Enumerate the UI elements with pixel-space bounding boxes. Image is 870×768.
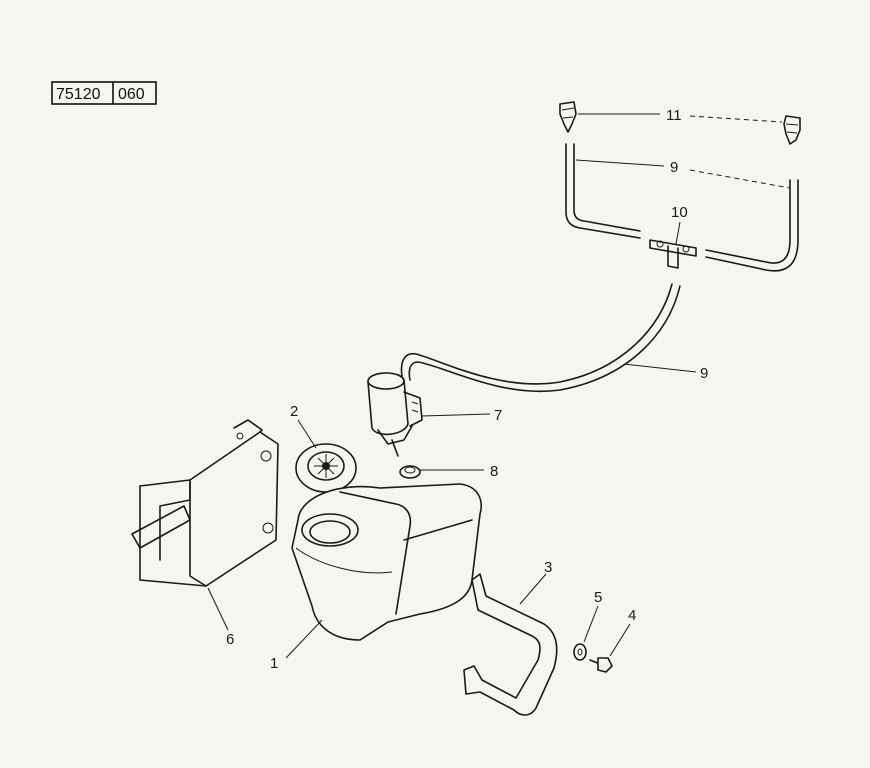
reference-page: 060 bbox=[118, 86, 145, 103]
t-connector bbox=[649, 239, 697, 269]
lock-washer bbox=[573, 643, 587, 661]
callout-7: 7 bbox=[494, 407, 502, 424]
nozzle-right bbox=[783, 115, 801, 145]
callout-9-upper: 9 bbox=[670, 159, 678, 176]
hose-upper bbox=[565, 143, 799, 272]
bolt bbox=[589, 657, 613, 673]
callout-2: 2 bbox=[290, 403, 298, 420]
reference-group: 75120 bbox=[56, 86, 101, 103]
callout-5: 5 bbox=[594, 589, 602, 606]
callout-6: 6 bbox=[226, 631, 234, 648]
reservoir-tank bbox=[291, 483, 482, 641]
reservoir-cap bbox=[295, 443, 357, 493]
callout-labels: 11 9 10 9 7 2 8 3 5 4 6 1 bbox=[226, 107, 708, 672]
hose-long bbox=[400, 283, 681, 392]
callout-9-lower: 9 bbox=[700, 365, 708, 382]
retaining-strap bbox=[463, 573, 558, 716]
grommet bbox=[399, 465, 421, 479]
callout-4: 4 bbox=[628, 607, 636, 624]
callout-10: 10 bbox=[671, 204, 688, 221]
callout-11: 11 bbox=[666, 107, 682, 124]
callout-1: 1 bbox=[270, 655, 278, 672]
leader-lines bbox=[207, 113, 791, 659]
nozzle-left bbox=[559, 101, 577, 133]
reference-box: 75120 060 bbox=[51, 81, 157, 105]
mounting-bracket bbox=[131, 419, 279, 587]
washer-pump bbox=[367, 372, 423, 457]
callout-3: 3 bbox=[544, 559, 552, 576]
callout-8: 8 bbox=[490, 463, 498, 480]
